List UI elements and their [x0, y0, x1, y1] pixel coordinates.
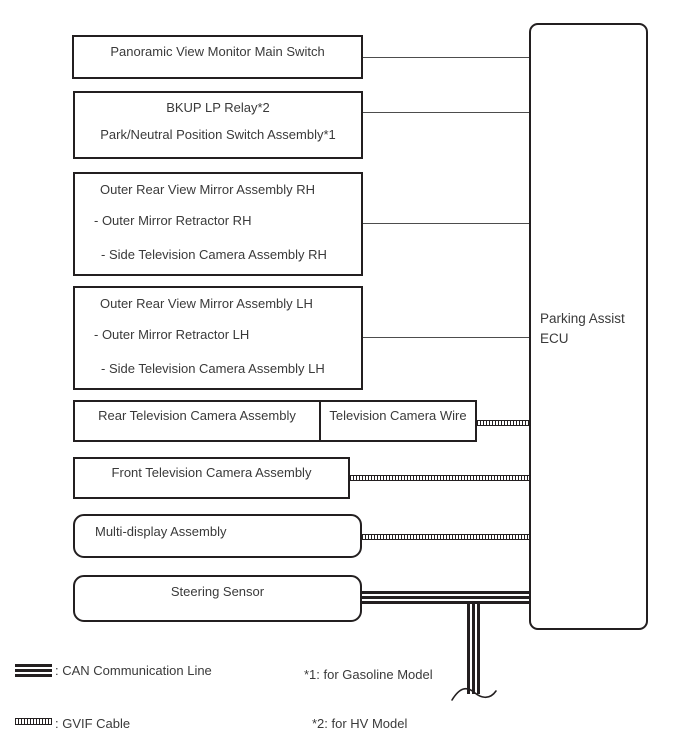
node-label: Rear Television Camera Assembly	[98, 408, 296, 423]
footnote-gasoline-model: *1: for Gasoline Model	[304, 667, 433, 682]
legend-can-label: : CAN Communication Line	[55, 663, 212, 678]
line-break-icon	[451, 687, 497, 701]
can-line-steering-to-ecu	[362, 591, 530, 604]
node-sub-label: - Side Television Camera Assembly RH	[101, 247, 327, 262]
node-sub-label: - Outer Mirror Retractor LH	[94, 327, 250, 342]
connector-mirror-rh-to-ecu	[362, 223, 530, 224]
node-label: Park/Neutral Position Switch Assembly*1	[100, 127, 336, 142]
node-multi-display-assembly: Multi-display Assembly	[73, 514, 362, 558]
node-outer-rear-view-mirror-lh: Outer Rear View Mirror Assembly LH - Out…	[73, 286, 363, 390]
node-front-television-camera-assembly: Front Television Camera Assembly	[73, 457, 350, 499]
gvif-cable-camera-wire-to-ecu	[477, 420, 530, 426]
node-label: Front Television Camera Assembly	[111, 465, 312, 480]
connector-bkup-to-ecu	[362, 112, 530, 113]
can-communication-line-icon	[15, 664, 52, 677]
node-steering-sensor: Steering Sensor	[73, 575, 362, 622]
node-bkup-lp-relay-park-neutral-switch: BKUP LP Relay*2 Park/Neutral Position Sw…	[73, 91, 363, 159]
can-branch-line	[467, 596, 480, 694]
footnote-hv-model: *2: for HV Model	[312, 716, 408, 731]
ecu-label-line1: Parking Assist	[540, 311, 625, 326]
node-outer-rear-view-mirror-rh: Outer Rear View Mirror Assembly RH - Out…	[73, 172, 363, 276]
node-sub-label: - Outer Mirror Retractor RH	[94, 213, 252, 228]
legend-gvif-label: : GVIF Cable	[55, 716, 131, 731]
node-label: Television Camera Wire	[329, 408, 467, 423]
node-label: Multi-display Assembly	[95, 524, 227, 539]
connector-mirror-lh-to-ecu	[362, 337, 530, 338]
connector-panoramic-to-ecu	[362, 57, 530, 58]
gvif-cable-front-camera-to-ecu	[350, 475, 530, 481]
node-label: Outer Rear View Mirror Assembly LH	[100, 296, 313, 311]
node-label: Steering Sensor	[170, 584, 265, 599]
gvif-cable-icon	[15, 718, 52, 725]
node-label: Panoramic View Monitor Main Switch	[110, 44, 325, 59]
node-panoramic-view-monitor-main-switch: Panoramic View Monitor Main Switch	[72, 35, 363, 79]
node-label: Outer Rear View Mirror Assembly RH	[100, 182, 316, 197]
node-television-camera-wire: Television Camera Wire	[319, 400, 477, 442]
ecu-label-line2: ECU	[540, 331, 569, 346]
node-rear-television-camera-assembly: Rear Television Camera Assembly	[73, 400, 321, 442]
node-parking-assist-ecu: Parking Assist ECU	[529, 23, 648, 630]
gvif-cable-multi-display-to-ecu	[362, 534, 530, 540]
node-label: BKUP LP Relay*2	[166, 100, 270, 115]
node-sub-label: - Side Television Camera Assembly LH	[101, 361, 325, 376]
